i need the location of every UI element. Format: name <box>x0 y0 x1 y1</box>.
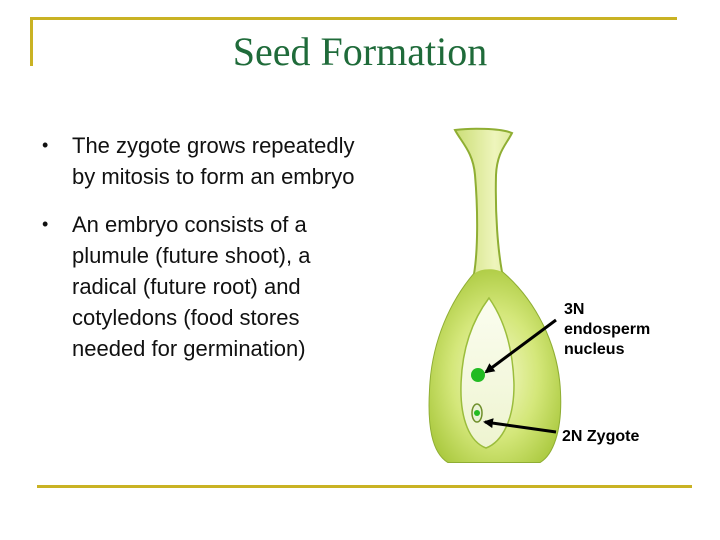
frame-top-line <box>30 17 677 20</box>
endosperm-nucleus-shape <box>471 368 485 382</box>
zygote-nucleus-shape <box>474 410 480 416</box>
bullet-text: The zygote grows repeatedly by mitosis t… <box>72 133 355 189</box>
endosperm-arrow <box>484 318 557 374</box>
endosperm-nucleus-label: 3N endosperm nucleus <box>564 300 674 360</box>
slide-title: Seed Formation <box>232 29 488 74</box>
endosperm-label-line1: 3N <box>564 301 585 318</box>
frame-left-line <box>30 17 33 66</box>
bullet-dot: • <box>42 214 49 234</box>
bullet-item: • The zygote grows repeatedly by mitosis… <box>42 130 357 192</box>
bullet-list: • The zygote grows repeatedly by mitosis… <box>42 130 357 381</box>
endosperm-label-line2: endosperm <box>564 321 651 338</box>
endosperm-label-line3: nucleus <box>564 341 625 358</box>
bullet-item: • An embryo consists of a plumule (futur… <box>42 209 357 364</box>
zygote-label: 2N Zygote <box>562 428 640 445</box>
bullet-text: An embryo consists of a plumule (future … <box>72 212 311 361</box>
frame-bottom-line <box>37 485 692 488</box>
zygote-arrow <box>483 418 557 434</box>
bullet-dot: • <box>42 135 49 155</box>
